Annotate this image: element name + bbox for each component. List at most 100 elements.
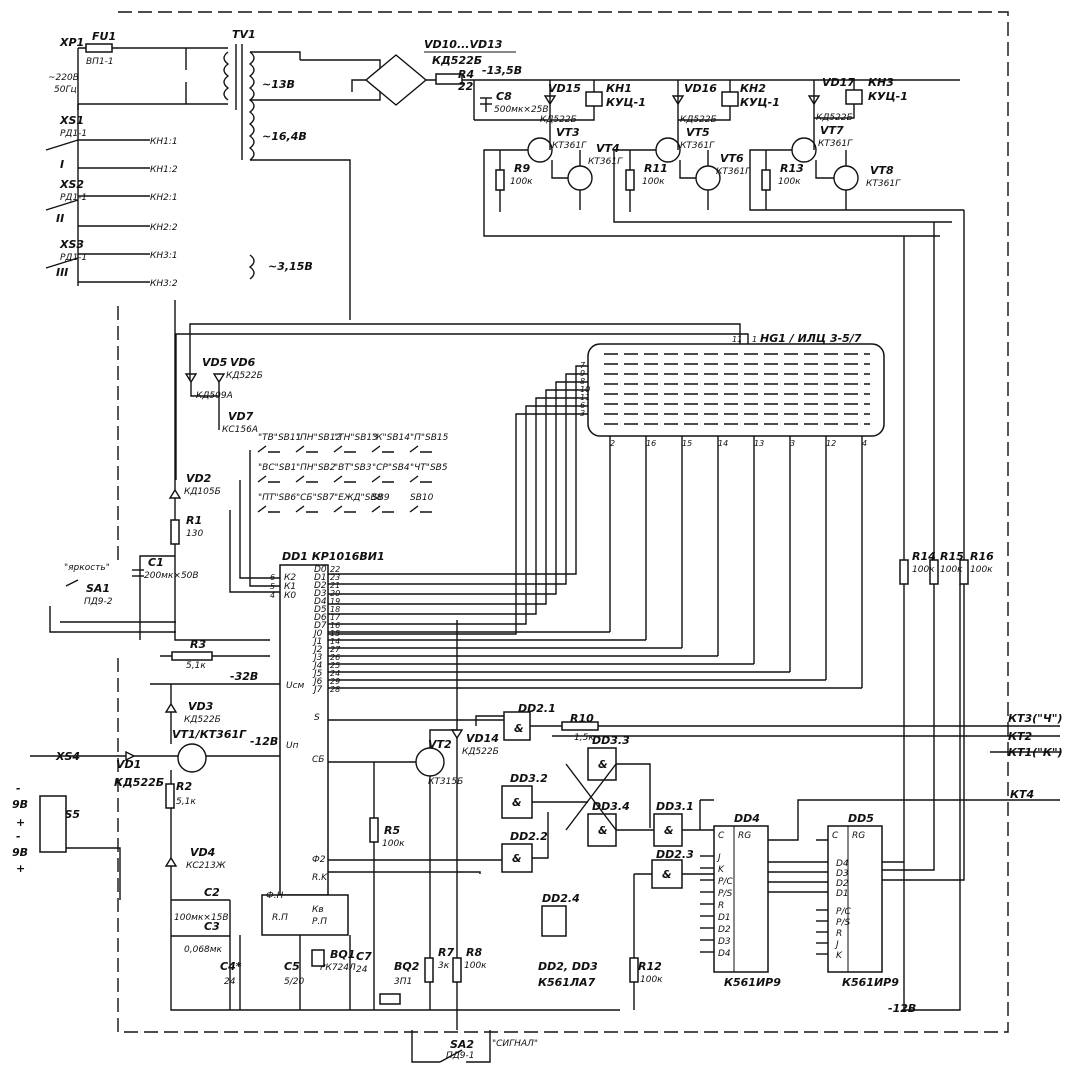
mcu-j-pin: J6 [312,677,323,687]
r1-value: 130 [186,529,203,539]
svg-text:&: & [664,824,674,837]
r9-label: R9 [514,162,530,175]
mcu-ucm: Uсм [286,681,305,691]
vd14-label: VD14 [466,732,499,745]
sa1-label: SA1 [86,582,110,595]
display-bottom-pin: 12 [826,439,836,448]
batt-v2: 9В [12,846,28,859]
mcu-j-pin: J1 [312,637,322,647]
vt8-label: VT8 [870,164,894,177]
mcu-j-pin: J7 [312,685,323,695]
c8-label: C8 [496,90,512,103]
key-label: "ПН"SB12 [296,433,341,443]
mcu-k-pin: К1 [284,582,296,592]
r3-value: 5,1к [186,661,206,671]
vt3-type: КТ361Г [552,141,587,151]
c3-label: C3 [204,920,220,933]
c8-value: 500мк×25В [494,105,549,115]
vt8-type: КТ361Г [866,179,901,189]
r14-value: 100к [912,565,935,575]
r1-label: R1 [186,514,202,527]
mcu-d-num: 23 [330,573,340,582]
c4-value: 24 [224,977,236,987]
xs1-type: РД1-1 [60,129,87,139]
r14-label: R14 [912,550,936,563]
vd4-type: КС213Ж [186,861,226,871]
logic-family-1: DD2, DD3 [538,960,598,973]
mcu-j-num: 14 [330,637,340,646]
mcu-d-pin: D0 [314,565,327,575]
key-switch [333,475,356,483]
dd32-label: DD3.2 [510,772,548,785]
r12-label: R12 [638,960,662,973]
r3-label: R3 [190,638,206,651]
mcu-d-num: 21 [330,581,340,590]
kn3-contact-2: КН3:2 [150,279,178,289]
mcu-k-pin: К0 [284,591,296,601]
vd3-label: VD3 [188,700,214,713]
r16-value: 100к [970,565,993,575]
r2-value: 5,1к [176,797,196,807]
c4-label: C4* [220,960,242,973]
sa1-type: ПД9-2 [84,597,113,607]
key-switch [409,475,432,483]
xs1-label: XS1 [59,114,84,127]
mcu-sb: СБ [312,755,324,765]
mcu-d-pin: D6 [314,613,327,623]
dd22-label: DD2.2 [510,830,548,843]
dd5-ctl-pin: K [836,951,843,961]
keypad-scan-wires [229,450,280,593]
key-switch [409,505,432,513]
display-bottom-pin: 2 [610,439,615,448]
r16-label: R16 [970,550,994,563]
kn2-contact-2: КН2:2 [150,223,178,233]
dd5-d-pin: D4 [836,859,849,869]
display-bottom-pin: 4 [862,439,867,448]
vd1-label: VD1 [116,758,141,771]
dd5-ctl-pin: J [834,940,839,950]
bridge-rectifier: VD10...VD13 КД522Б R4 22 -13,5В C8 500мк… [300,38,960,121]
xs2-mark: II [56,212,64,225]
mcu-d-num: 20 [330,589,340,598]
vd5-label: VD5 [202,356,228,369]
xs3-mark: III [56,266,68,279]
transformer-tv1: TV1 ~13В ~16,4В ~3,15В [223,28,351,320]
rail-m12-bottom: -12В [888,1002,916,1015]
mcu-d-pin: D4 [314,597,327,607]
mcu-rp: R.П [272,913,288,923]
dd5-ctl-pin: P/S [836,918,850,928]
kn3-contact-1: КН3:1 [150,251,178,261]
key-label: "ПТ"SB6 [258,493,296,503]
dd4-pin: J [716,853,721,863]
tv1-label: TV1 [232,28,256,41]
vt4-label: VT4 [596,142,620,155]
kt3-label: КТ3("Ч") [1008,712,1063,725]
d-bus-wire [328,381,588,595]
mcu-k-num: 5 [270,582,275,591]
switch-block: XS1 РД1-1 I XS2 РД1-1 II XS3 РД1-1 III К… [45,114,178,289]
key-switch [371,445,394,453]
kn1-contact-1: КН1:1 [150,137,178,147]
tv1-v2: ~16,4В [262,130,307,143]
dd4-pin: D3 [718,937,731,947]
pullup-resistors: R14 100к R15 100к R16 100к [882,210,994,1011]
r8-label: R8 [466,946,482,959]
key-switch [409,445,432,453]
vd1-type: КД522Б [114,776,164,789]
mcu-d-pin: D5 [314,605,327,615]
vd16-label: VD16 [684,82,717,95]
r4-label: R4 [458,68,474,81]
dd31-label: DD3.1 [656,800,694,813]
r4-value: 22 [458,80,474,93]
mains-voltage: ~220В [48,73,79,83]
d-bus-wire [328,413,588,635]
c7-label: C7 [356,950,372,963]
mcu-d-num: 16 [330,621,340,630]
r8-value: 100к [464,961,487,971]
dd4-pin: D2 [718,925,731,935]
r9-value: 100к [510,177,533,187]
vt3-label: VT3 [556,126,580,139]
mcu-d-num: 22 [330,565,340,574]
